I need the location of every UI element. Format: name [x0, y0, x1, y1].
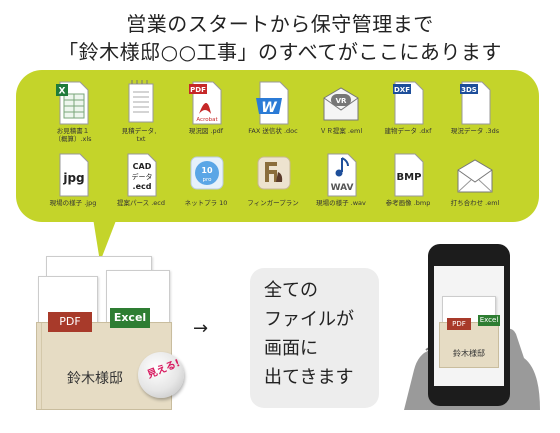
file-label: FAX 送信状 .doc: [248, 127, 298, 135]
file-label: 現況図 .pdf: [188, 127, 224, 135]
pdf-tag: PDF: [48, 312, 92, 332]
file-label: ネットプラ 10: [184, 199, 228, 207]
file-proposal-ecd[interactable]: CAD データ .ecd 提案パース .ecd: [108, 152, 174, 207]
pdf-icon-text: PDF: [190, 86, 206, 94]
file-current-3ds[interactable]: 3DS 現況データ .3ds: [442, 80, 508, 135]
project-box: PDF Excel 鈴木様邸: [36, 256, 172, 410]
file-label: 提案パース .ecd: [116, 199, 165, 207]
email-envelope-icon: [457, 159, 493, 193]
message-line: 全ての: [264, 280, 318, 301]
dxf-icon-text: DXF: [394, 86, 410, 94]
file-vr-eml[interactable]: VR ＶＲ提案 .eml: [308, 80, 374, 135]
file-estimate-xls[interactable]: X お見積書１ （概算）.xls: [40, 80, 106, 143]
file-label: 現場の様子 .jpg: [49, 199, 97, 207]
file-label: 建物データ .dxf: [384, 127, 432, 135]
file-label: 現場の様子 .wav: [316, 199, 366, 207]
phone-pdf-tag: PDF: [447, 318, 471, 330]
netpla-pro-text: pro: [203, 177, 213, 183]
file-meeting-eml[interactable]: 打ち合わせ .eml: [442, 152, 508, 207]
file-reference-bmp[interactable]: BMP 参考画像 .bmp: [375, 152, 441, 207]
bmp-icon-text: BMP: [397, 172, 422, 183]
phone-excel-tag: Excel: [478, 315, 500, 326]
app-netpla[interactable]: 10 pro ネットプラ 10: [173, 152, 239, 207]
svg-text:W: W: [261, 100, 277, 116]
cad-file-icon: CAD データ .ecd: [127, 153, 157, 197]
pdf-file-icon: PDF Acrobat: [189, 81, 222, 125]
ecd-icon-text: .ecd: [133, 182, 152, 191]
3ds-file-icon: 3DS: [460, 81, 491, 125]
message-text: 全ての ファイルが 画面に 出てきます: [264, 276, 354, 392]
phone-box-label: 鈴木様邸: [453, 349, 485, 358]
wav-file-icon: WAV: [327, 153, 357, 197]
box-label: 鈴木様邸: [67, 371, 123, 387]
message-line: ファイルが: [264, 309, 354, 330]
magnifier-badge: [138, 352, 184, 398]
jpg-file-icon: jpg: [59, 153, 89, 197]
file-label: 現況データ .3ds: [450, 127, 500, 135]
file-label: 打ち合わせ .eml: [450, 199, 500, 207]
app-fingerplan[interactable]: フィンガープラン: [240, 152, 306, 207]
3ds-icon-text: 3DS: [461, 86, 477, 94]
cad-icon-text: CAD: [133, 162, 152, 171]
file-site-wav[interactable]: WAV 現場の様子 .wav: [308, 152, 374, 207]
dxf-file-icon: DXF: [393, 81, 424, 125]
message-line: 出てきます: [264, 367, 354, 388]
cad-data-icon-text: データ: [132, 172, 153, 181]
file-label: フィンガープラン: [247, 199, 299, 207]
text-file-icon: [128, 80, 154, 123]
bmp-file-icon: BMP: [394, 153, 424, 197]
network-app-icon: 10 pro: [190, 156, 224, 190]
vr-icon-text: VR: [336, 97, 347, 105]
file-label: 見積データ． txt: [121, 127, 161, 143]
finisher-app-icon: [257, 156, 291, 190]
message-line: 画面に: [264, 338, 318, 359]
acrobat-icon-text: Acrobat: [196, 117, 218, 123]
file-fax-doc[interactable]: W FAX 送信状 .doc: [240, 80, 306, 135]
headline-line-1: 営業のスタートから保守管理まで: [126, 12, 434, 36]
excel-file-icon: X: [56, 81, 89, 125]
file-label: お見積書１ （概算）.xls: [54, 127, 92, 143]
wav-icon-text: WAV: [331, 183, 354, 193]
speech-bubble-tail: [93, 218, 117, 262]
word-file-icon: W: [256, 81, 289, 125]
right-arrow-icon: →: [193, 318, 209, 339]
vr-email-icon: VR: [323, 87, 359, 121]
svg-text:X: X: [59, 87, 66, 97]
excel-tag: Excel: [110, 308, 150, 328]
file-estimate-txt[interactable]: 見積データ． txt: [108, 80, 174, 143]
file-building-dxf[interactable]: DXF 建物データ .dxf: [375, 80, 441, 135]
file-drawing-pdf[interactable]: PDF Acrobat 現況図 .pdf: [173, 80, 239, 135]
netpla-number-text: 10: [201, 166, 213, 175]
message-panel: [250, 268, 379, 408]
jpg-icon-text: jpg: [62, 171, 84, 185]
file-label: 参考画像 .bmp: [385, 199, 431, 207]
headline-line-2: 「鈴木様邸○○工事」のすべてがここにあります: [58, 40, 502, 64]
file-site-jpg[interactable]: jpg 現場の様子 .jpg: [40, 152, 106, 207]
file-label: ＶＲ提案 .eml: [319, 127, 363, 135]
